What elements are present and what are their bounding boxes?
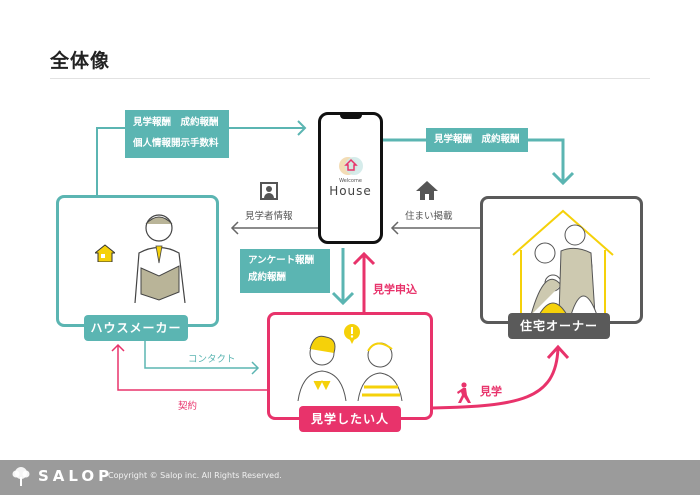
footer-copyright: Copyright © Salop inc. All Rights Reserv… xyxy=(108,471,282,480)
visitor-to-owner-label: 見学 xyxy=(480,385,502,398)
phone-notch xyxy=(340,114,362,119)
app-to-maker-label: 見学者情報 xyxy=(245,211,293,222)
footer xyxy=(0,460,700,495)
exclamation-icon xyxy=(344,324,360,344)
maker-to-app-fees: 見学報酬 成約報酬 個人情報開示手数料 xyxy=(125,110,229,158)
rewards-line-1: アンケート報酬 xyxy=(248,255,315,266)
person-card-icon xyxy=(260,182,278,200)
yellow-house-icon xyxy=(93,244,117,263)
fees-line-2: 個人情報開示手数料 xyxy=(133,138,219,149)
salop-tree-icon xyxy=(12,466,30,486)
house-maker-label: ハウスメーカー xyxy=(84,315,188,341)
visitors-illustration xyxy=(292,329,412,402)
house-icon xyxy=(416,180,438,200)
app-to-visitor-rewards: アンケート報酬 成約報酬 xyxy=(240,249,330,293)
title-divider xyxy=(50,78,650,79)
app-name-bottom: House xyxy=(329,184,372,198)
page-title: 全体像 xyxy=(50,50,111,72)
visitor-to-maker-label: 契約 xyxy=(178,401,198,412)
family-house-illustration xyxy=(503,205,623,316)
welcome-house-logo-icon xyxy=(338,155,364,177)
visitor-to-app-label: 見学申込 xyxy=(373,283,417,296)
owner-label: 住宅オーナー xyxy=(508,313,610,339)
house-maker-illustration xyxy=(121,208,191,304)
owner-node xyxy=(480,196,643,324)
footer-brand: SALOP xyxy=(38,467,114,485)
app-name-top: Welcome xyxy=(339,178,362,184)
house-maker-node xyxy=(56,195,219,327)
owner-to-app-label: 住まい掲載 xyxy=(405,211,453,222)
maker-to-visitor-label: コンタクト xyxy=(188,354,236,365)
visitor-node xyxy=(267,312,433,420)
walking-person-icon xyxy=(456,382,472,404)
app-to-owner-fees: 見学報酬 成約報酬 xyxy=(426,128,528,152)
fees-line-1: 見学報酬 成約報酬 xyxy=(133,117,219,128)
visitor-label: 見学したい人 xyxy=(299,406,401,432)
welcome-house-app-phone: Welcome House xyxy=(318,112,383,244)
rewards-line-2: 成約報酬 xyxy=(248,272,287,283)
